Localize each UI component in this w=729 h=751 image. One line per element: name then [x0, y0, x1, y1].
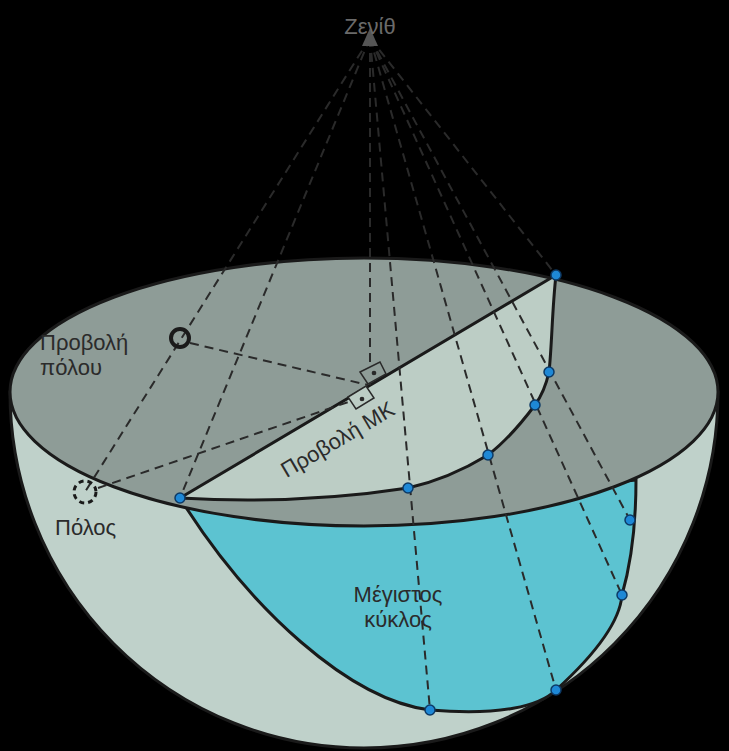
projection-points: [175, 270, 635, 715]
projection-rays: [85, 38, 630, 710]
pole-projection-mark: [171, 329, 189, 347]
projection-plane: [10, 258, 718, 526]
pole-projection-label: Προβολή πόλου: [40, 330, 185, 381]
pole-label: Πόλος: [55, 515, 116, 540]
great-circle-label: Μέγιστος κύκλος: [323, 582, 473, 633]
zenith-label: Ζενίθ: [344, 14, 395, 39]
projected-great-circle: [180, 275, 556, 500]
pole-mark: [74, 481, 96, 503]
